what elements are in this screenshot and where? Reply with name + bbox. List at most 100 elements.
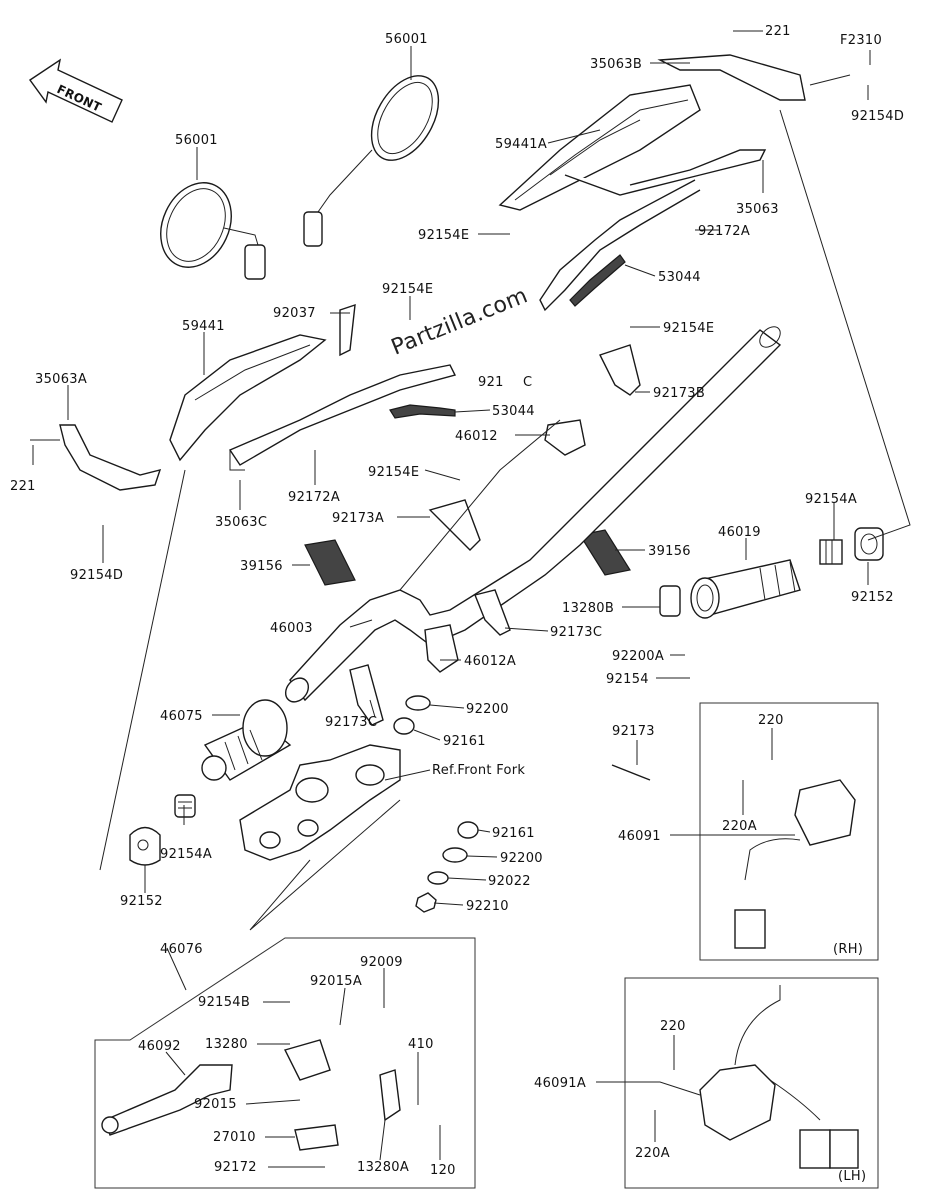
part-92173 [611, 764, 651, 781]
callout-220-lh: 220 [660, 1019, 686, 1034]
callout-92173A: 92173A [332, 511, 384, 526]
callout-13280B: 13280B [562, 601, 614, 616]
clamp-92173B [599, 344, 641, 396]
callout-92161-b: 92161 [492, 826, 535, 841]
callout-92154E-d: 92154E [368, 465, 419, 480]
washer-92161-b [457, 821, 479, 839]
rh-switch-box [699, 702, 879, 961]
callout-92154B: 92154B [198, 995, 250, 1010]
callout-92154A-left: 92154A [160, 847, 212, 862]
handlebar [284, 326, 782, 703]
callout-92154E-c: 92154E [663, 321, 714, 336]
washer-92022 [427, 871, 449, 885]
callout-92200-b: 92200 [500, 851, 543, 866]
callout-92161-a: 92161 [443, 734, 486, 749]
callout-92172: 92172 [214, 1160, 257, 1175]
callout-92152-left: 92152 [120, 894, 163, 909]
callout-C: C [523, 375, 532, 390]
slider-39156-right [579, 529, 631, 576]
clamp-92173C-l [349, 664, 384, 726]
washer-92200 [405, 695, 431, 711]
triple-clamp [239, 744, 401, 861]
callout-220A-lh: 220A [635, 1146, 670, 1161]
callout-92200A: 92200A [612, 649, 664, 664]
callout-13280: 13280 [205, 1037, 248, 1052]
washer-92161-a [393, 717, 415, 735]
callout-59441: 59441 [182, 319, 225, 334]
ref-front-fork: Ref.Front Fork [432, 763, 525, 778]
strip-53044-b [389, 404, 456, 419]
callout-35063B: 35063B [590, 57, 642, 72]
callout-35063: 35063 [736, 202, 779, 217]
handguard-right [498, 54, 806, 312]
callout-56001-left: 56001 [175, 133, 218, 148]
callout-92015A: 92015A [310, 974, 362, 989]
callout-92154E-b: 92154E [382, 282, 433, 297]
callout-92154A-right: 92154A [805, 492, 857, 507]
callout-220-rh: 220 [758, 713, 784, 728]
rh-switch [734, 779, 856, 949]
callout-53044-a: 53044 [658, 270, 701, 285]
grip-right [690, 559, 801, 619]
nut-92210 [415, 892, 437, 913]
callout-46012A: 46012A [464, 654, 516, 669]
callout-46075: 46075 [160, 709, 203, 724]
callout-35063A: 35063A [35, 372, 87, 387]
strip-53044-a [569, 254, 626, 307]
callout-120: 120 [430, 1163, 456, 1178]
callout-F2310: F2310 [840, 33, 882, 48]
callout-92173: 92173 [612, 724, 655, 739]
callout-56001-top: 56001 [385, 32, 428, 47]
callout-92173B: 92173B [653, 386, 705, 401]
rh-label: (RH) [833, 942, 863, 957]
callout-92037: 92037 [273, 306, 316, 321]
holder-13280B [659, 585, 681, 617]
callout-92173C-right: 92173C [550, 625, 602, 640]
lever-box [94, 937, 476, 1189]
handguard-left [59, 303, 457, 491]
clutch-lever [101, 1039, 401, 1151]
callout-92009: 92009 [360, 955, 403, 970]
holder-46012 [544, 419, 586, 456]
callout-53044-b: 53044 [492, 404, 535, 419]
clamp-92173C-r [474, 589, 511, 636]
clamp-92173A [428, 499, 481, 551]
callout-221-left: 221 [10, 479, 36, 494]
callout-92152-right: 92152 [851, 590, 894, 605]
callout-92154E-a: 92154E [418, 228, 469, 243]
leader-lines [30, 30, 911, 1168]
callout-labels: 221 F2310 35063B 92154D 56001 56001 5944… [10, 24, 904, 1184]
callout-92210: 92210 [466, 899, 509, 914]
callout-46091A: 46091A [534, 1076, 586, 1091]
callout-59441A: 59441A [495, 137, 547, 152]
callout-410: 410 [408, 1037, 434, 1052]
callout-92022: 92022 [488, 874, 531, 889]
callout-921-partial: 921 [478, 375, 504, 390]
callout-46019: 46019 [718, 525, 761, 540]
mirror-left [160, 182, 266, 280]
callout-92172A-right: 92172A [698, 224, 750, 239]
callout-35063C: 35063C [215, 515, 267, 530]
front-arrow: FRONT [29, 58, 123, 123]
bar-end-left [129, 794, 196, 866]
bar-end-right [819, 527, 884, 565]
mirror-right [303, 75, 440, 247]
callout-39156-right: 39156 [648, 544, 691, 559]
grip-left [201, 699, 292, 781]
callout-27010: 27010 [213, 1130, 256, 1145]
callout-92154D-left: 92154D [70, 568, 123, 583]
callout-46076: 46076 [160, 942, 203, 957]
lh-label: (LH) [838, 1169, 866, 1184]
callout-46091: 46091 [618, 829, 661, 844]
callout-92200-a: 92200 [466, 702, 509, 717]
washer-92200-b [442, 847, 468, 863]
callout-46092: 46092 [138, 1039, 181, 1054]
callout-46012: 46012 [455, 429, 498, 444]
callout-92015: 92015 [194, 1097, 237, 1112]
callout-92172A-left: 92172A [288, 490, 340, 505]
callout-39156-left: 39156 [240, 559, 283, 574]
callout-92173C-left: 92173C [325, 715, 377, 730]
callout-92154: 92154 [606, 672, 649, 687]
callout-92154D-right: 92154D [851, 109, 904, 124]
